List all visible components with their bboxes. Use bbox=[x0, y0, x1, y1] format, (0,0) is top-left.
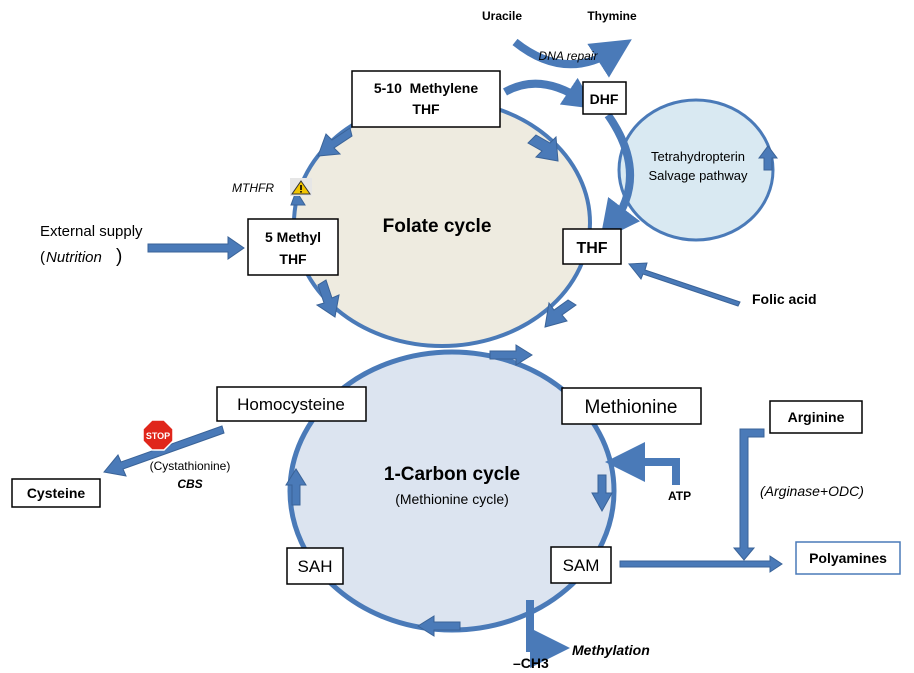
enzyme-label: (Arginase+ODC) bbox=[760, 483, 864, 499]
warning-icon bbox=[291, 180, 311, 195]
folate-cycle-title: Folate cycle bbox=[383, 216, 492, 237]
homocysteine-node: Homocysteine bbox=[216, 386, 367, 422]
methyl-thf-node: 5 Methyl THF bbox=[247, 218, 339, 276]
nutrition-close-paren: ) bbox=[116, 246, 122, 267]
polyamines-label: Polyamines bbox=[809, 550, 887, 566]
cysteine-pathway: STOP (Cystathionine) CBS Cysteine bbox=[11, 419, 231, 508]
thymine-label: Thymine bbox=[587, 9, 637, 23]
external-supply-label: External supply bbox=[40, 223, 143, 240]
folic-acid-input: Folic acid bbox=[628, 262, 817, 307]
methionine-box bbox=[561, 387, 702, 425]
mthfr-enzyme: MTHFR bbox=[232, 178, 312, 196]
thf-label: THF bbox=[576, 240, 607, 257]
homocysteine-to-cysteine-arrow bbox=[103, 425, 225, 477]
one-carbon-cycle: 1-Carbon cycle (Methionine cycle) bbox=[285, 344, 617, 637]
folate-chevron-bottom-right bbox=[544, 299, 577, 328]
mthfr-label: MTHFR bbox=[232, 181, 274, 195]
methyl-thf-line2: THF bbox=[279, 251, 307, 267]
uracile-label: Uracile bbox=[482, 9, 522, 23]
cysteine-box bbox=[11, 478, 101, 508]
salvage-line2: Salvage pathway bbox=[648, 168, 748, 183]
sam-to-polyamines-arrow bbox=[619, 555, 783, 573]
dhf-node: DHF bbox=[582, 81, 627, 115]
cbs-label: CBS bbox=[177, 477, 202, 491]
methyl-thf-line1: 5 Methyl bbox=[265, 229, 321, 245]
methyl-thf-box bbox=[247, 218, 339, 276]
methylation-arrow bbox=[526, 600, 570, 668]
folic-acid-arrow bbox=[628, 262, 741, 307]
methionine-label: Methionine bbox=[585, 397, 678, 418]
carbon-cycle-title: 1-Carbon cycle bbox=[384, 464, 520, 485]
sah-label: SAH bbox=[298, 557, 333, 576]
atp-input: ATP bbox=[605, 442, 691, 503]
nutrition-open-paren: ( bbox=[40, 249, 45, 266]
carbon-cycle-subtitle: (Methionine cycle) bbox=[395, 491, 509, 507]
sah-node: SAH bbox=[286, 547, 344, 585]
methylation-output: Methylation –CH3 bbox=[513, 600, 650, 671]
stop-sign-icon: STOP bbox=[142, 419, 174, 451]
methylene-to-dhf-arrow bbox=[503, 77, 596, 109]
folate-cycle: Folate cycle bbox=[290, 98, 592, 348]
carbon-chevron-bottom bbox=[417, 615, 461, 637]
thf-node: THF bbox=[562, 228, 622, 265]
sam-label: SAM bbox=[563, 556, 600, 575]
arginine-label: Arginine bbox=[788, 409, 845, 425]
external-supply: External supply ( Nutrition ) bbox=[40, 223, 245, 267]
methylene-thf-node: 5-10 Methylene THF bbox=[351, 70, 501, 128]
carbon-chevron-top bbox=[489, 344, 533, 366]
dhf-label: DHF bbox=[590, 91, 619, 107]
nutrition-label: Nutrition bbox=[46, 249, 102, 266]
arginine-box bbox=[769, 400, 863, 434]
methylation-label: Methylation bbox=[572, 642, 650, 658]
sam-box bbox=[550, 546, 612, 584]
carbon-chevron-left bbox=[285, 468, 307, 506]
dhf-box bbox=[582, 81, 627, 115]
dna-repair-arrow bbox=[512, 38, 632, 78]
cysteine-label: Cysteine bbox=[27, 485, 86, 501]
folate-chevron-lower-left bbox=[315, 279, 340, 318]
sah-box bbox=[286, 547, 344, 585]
homocysteine-label: Homocysteine bbox=[237, 395, 345, 414]
dhf-to-thf-arrow bbox=[599, 112, 641, 241]
polyamine-pathway: Arginine (Arginase+ODC) Polyamines bbox=[619, 400, 901, 575]
methionine-node: Methionine bbox=[561, 387, 702, 425]
salvage-circle bbox=[617, 98, 775, 242]
salvage-chevron bbox=[758, 145, 778, 171]
atp-arrow bbox=[605, 442, 680, 485]
folate-chevron-upper-left bbox=[317, 127, 353, 157]
methylene-thf-box bbox=[351, 70, 501, 128]
salvage-pathway: Tetrahydropterin Salvage pathway bbox=[617, 98, 778, 242]
ch3-label: –CH3 bbox=[513, 655, 549, 671]
folic-acid-label: Folic acid bbox=[752, 291, 817, 307]
sam-node: SAM bbox=[550, 546, 612, 584]
folate-chevron-top-right bbox=[527, 134, 559, 162]
external-supply-arrow bbox=[147, 236, 245, 260]
homocysteine-box bbox=[216, 386, 367, 422]
atp-label: ATP bbox=[668, 489, 691, 503]
methylene-thf-line2: THF bbox=[412, 101, 440, 117]
dna-repair-label: DNA repair bbox=[539, 49, 599, 63]
methylene-thf-line1: 5-10 Methylene bbox=[374, 80, 478, 96]
polyamines-box bbox=[795, 541, 901, 575]
stop-label: STOP bbox=[146, 431, 170, 441]
cystathionine-label: (Cystathionine) bbox=[150, 459, 231, 473]
thf-box bbox=[562, 228, 622, 265]
arginine-arrow bbox=[732, 428, 765, 561]
salvage-line1: Tetrahydropterin bbox=[651, 149, 745, 164]
dna-repair-section: Uracile Thymine DNA repair bbox=[482, 9, 641, 241]
